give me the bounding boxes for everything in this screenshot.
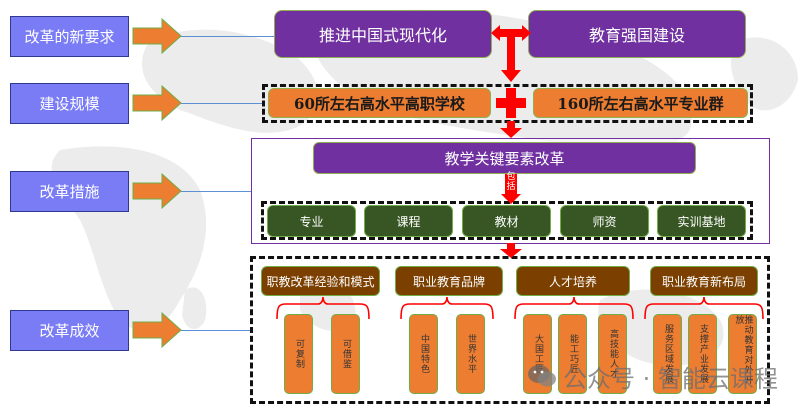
measure-text: 课程: [396, 214, 421, 229]
label-new-requirements: 改革的新要求: [10, 16, 129, 57]
outcome-item-text: 高技能人才: [608, 329, 618, 379]
connector-line: [180, 103, 264, 104]
outcome-title: 人才培养: [516, 266, 630, 296]
measure-text: 师资: [592, 214, 617, 229]
label-text: 改革措施: [39, 183, 100, 201]
red-down-arrow-icon: [500, 243, 522, 258]
label-reform-outcomes: 改革成效: [10, 310, 129, 351]
measures-title: 教学关键要素改革: [313, 142, 696, 174]
outcome-item: 世界水平: [456, 314, 485, 394]
red-double-arrow-icon: [491, 25, 531, 82]
measure-item: 师资: [560, 205, 649, 237]
outcome-item-text: 支撑产业发展: [698, 324, 708, 384]
outcome-item: 可借鉴: [331, 314, 360, 394]
outcome-item-text: 能工巧匠: [568, 334, 578, 374]
scale-text: 160所左右高水平专业群: [557, 94, 724, 113]
outcome-title: 职教改革经验和模式: [261, 266, 380, 296]
red-brace-icon: [400, 296, 494, 320]
orange-arrow-icon: [132, 85, 182, 121]
measures-dashed-frame: [261, 201, 753, 240]
label-construction-scale: 建设规模: [10, 83, 129, 124]
outcome-item-text: 中国特色: [419, 334, 429, 374]
outcome-title-text: 职教改革经验和模式: [266, 274, 375, 289]
outcome-title-text: 职业教育新布局: [661, 274, 746, 289]
requirement-modernization: 推进中国式现代化: [274, 10, 492, 58]
connector-line: [180, 191, 252, 192]
measure-text: 教材: [494, 214, 519, 229]
wechat-icon: [528, 365, 556, 387]
connector-line: [180, 330, 252, 331]
measure-item: 教材: [462, 205, 551, 237]
measure-text: 专业: [299, 214, 324, 229]
label-text: 改革成效: [39, 322, 100, 340]
connector-line: [180, 36, 275, 37]
outcome-item: 能工巧匠: [558, 314, 587, 394]
orange-arrow-icon: [132, 312, 182, 348]
measure-item: 课程: [364, 205, 453, 237]
scale-high-level-specialties: 160所左右高水平专业群: [533, 88, 748, 118]
includes-label: 包括: [506, 172, 516, 192]
outcome-item: 高技能人才: [598, 314, 627, 394]
measures-title-text: 教学关键要素改革: [444, 149, 565, 168]
outcomes-dashed-frame: [250, 256, 770, 404]
outcome-title: 职业教育新布局: [650, 266, 758, 296]
requirement-text: 推进中国式现代化: [318, 26, 447, 45]
red-down-arrow-icon: [500, 121, 522, 138]
orange-arrow-icon: [132, 173, 182, 209]
watermark-text: 公众号 · 智能云课程: [563, 364, 778, 393]
scale-text: 60所左右高水平高职学校: [294, 94, 465, 113]
label-reform-measures: 改革措施: [10, 171, 129, 212]
requirement-text: 教育强国建设: [588, 26, 685, 45]
outcome-title-text: 人才培养: [548, 274, 597, 289]
scale-high-level-schools: 60所左右高水平高职学校: [268, 88, 491, 118]
outcome-item-text: 服务区域发展: [663, 324, 673, 384]
outcome-title-text: 职业教育品牌: [412, 274, 485, 289]
red-brace-icon: [276, 296, 370, 320]
outcome-item: 可复制: [284, 314, 313, 394]
outcome-item-text: 可借鉴: [341, 339, 351, 369]
outcome-item: 支撑产业发展: [688, 314, 717, 394]
measure-item: 实训基地: [657, 205, 746, 237]
requirement-education-power: 教育强国建设: [528, 10, 746, 58]
outcome-item: 中国特色: [409, 314, 438, 394]
label-text: 改革的新要求: [24, 28, 115, 46]
red-brace-icon: [644, 296, 764, 320]
measure-text: 实训基地: [677, 214, 726, 229]
outcome-item: 服务区域发展: [653, 314, 682, 394]
outcome-item-text: 可复制: [294, 339, 304, 369]
outcome-title: 职业教育品牌: [395, 266, 503, 296]
outcome-item: 推动教育对外开放: [728, 314, 757, 394]
red-include-arrow-icon: [501, 174, 521, 204]
label-text: 建设规模: [39, 95, 100, 113]
watermark: 公众号 · 智能云课程: [527, 358, 778, 394]
outcome-item-text: 世界水平: [466, 334, 476, 374]
red-plus-icon: [496, 88, 526, 118]
red-brace-icon: [514, 296, 634, 320]
measure-item: 专业: [267, 205, 356, 237]
outcome-item-text: 大国工匠: [533, 334, 543, 374]
outcome-item-text: 推动教育对外开放: [733, 315, 753, 385]
orange-arrow-icon: [132, 18, 182, 54]
